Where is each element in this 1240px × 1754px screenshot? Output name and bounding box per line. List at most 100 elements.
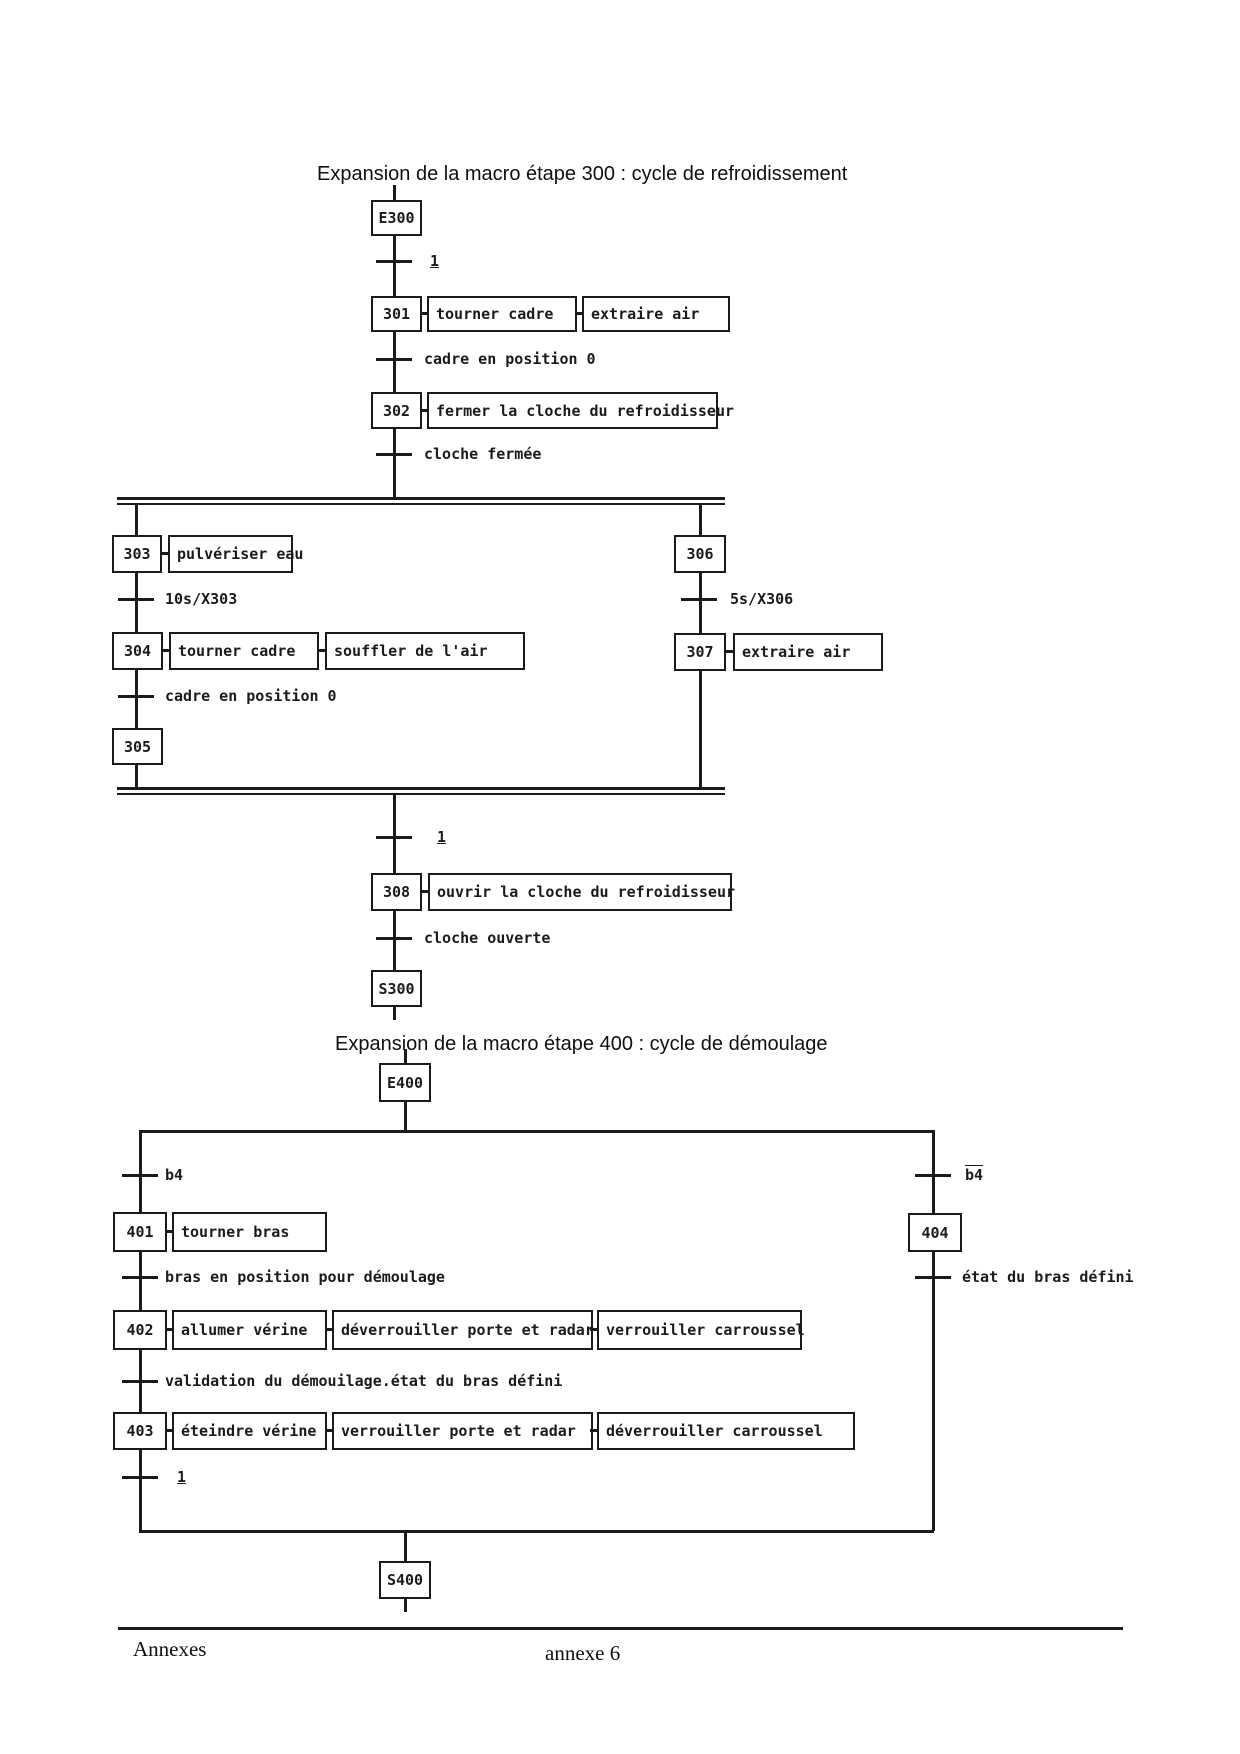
transition-label-1: 1 [430, 252, 440, 270]
flow-line [135, 503, 138, 536]
step-403: 403 [113, 1412, 167, 1450]
flow-line [393, 236, 396, 296]
action-connector [724, 650, 733, 653]
macro-400-title: Expansion de la macro étape 400 : cycle … [335, 1033, 828, 1055]
action-connector [590, 1429, 599, 1432]
footer-rule [118, 1627, 1123, 1630]
transition-label-bras-en-position: bras en position pour démoulage [165, 1268, 445, 1286]
flow-line [393, 793, 396, 873]
flow-line [404, 1049, 407, 1063]
action-connector [160, 552, 169, 555]
action-fermer-cloche: fermer la cloche du refroidisseur [427, 392, 734, 429]
action-connector [165, 1429, 174, 1432]
action-tourner-cadre-304: tourner cadre [169, 632, 319, 670]
transition-tick [122, 1276, 158, 1279]
transition-tick [681, 598, 717, 601]
macro-entry-step-E300: E300 [371, 200, 422, 236]
parallel-split-bar [117, 497, 725, 500]
transition-label-10s-x303: 10s/X303 [165, 590, 238, 608]
transition-tick [915, 1276, 951, 1279]
transition-label-5s-x306: 5s/X306 [730, 590, 794, 608]
flow-line [135, 765, 138, 788]
action-connector [165, 1328, 174, 1331]
transition-tick [376, 937, 412, 940]
parallel-join-bar [117, 787, 725, 790]
flow-line [393, 1007, 396, 1020]
action-connector [575, 312, 584, 315]
flow-line [404, 1530, 407, 1562]
transition-label-1-b: 1 [437, 828, 447, 846]
transition-label-cadre-position-0-2: cadre en position 0 [165, 687, 337, 705]
flow-line [404, 1102, 407, 1131]
action-connector [325, 1429, 334, 1432]
step-308: 308 [371, 873, 422, 911]
step-401: 401 [113, 1212, 167, 1252]
transition-label-b4-not: b4 [965, 1166, 984, 1184]
parallel-split-bar [117, 502, 725, 505]
action-verrouiller-porte-radar: verrouiller porte et radar [332, 1412, 593, 1450]
action-extraire-air-307: extraire air [733, 633, 883, 671]
transition-label-cloche-fermee: cloche fermée [424, 445, 542, 463]
flow-line [699, 573, 702, 634]
action-tourner-bras: tourner bras [172, 1212, 327, 1252]
flow-line [393, 185, 396, 200]
footer-annexe-label: annexe 6 [545, 1641, 621, 1665]
step-304: 304 [112, 632, 163, 670]
transition-tick [376, 260, 412, 263]
flow-line [393, 911, 396, 970]
action-allumer-verine: allumer vérine [172, 1310, 327, 1350]
macro-entry-step-E400: E400 [379, 1063, 431, 1102]
step-402: 402 [113, 1310, 167, 1350]
transition-tick [122, 1174, 158, 1177]
action-connector [325, 1328, 334, 1331]
step-303: 303 [112, 535, 162, 573]
flow-line [393, 332, 396, 392]
flow-line [699, 503, 702, 536]
flow-line [139, 1450, 142, 1531]
transition-tick [915, 1174, 951, 1177]
flow-line [932, 1252, 935, 1531]
transition-tick [376, 836, 412, 839]
transition-label-etat-bras-defini: état du bras défini [962, 1268, 1134, 1286]
step-305: 305 [112, 728, 163, 765]
macro-exit-step-S300: S300 [371, 970, 422, 1007]
step-302: 302 [371, 392, 422, 429]
flow-line [699, 671, 702, 789]
transition-label-validation-demoulage: validation du démouilage.état du bras dé… [165, 1372, 563, 1390]
transition-label-cadre-position-0: cadre en position 0 [424, 350, 596, 368]
flow-line [404, 1599, 407, 1612]
flow-line [932, 1130, 935, 1214]
action-ouvrir-cloche: ouvrir la cloche du refroidisseur [428, 873, 735, 911]
action-extraire-air-301: extraire air [582, 296, 730, 332]
transition-tick [118, 598, 154, 601]
step-306: 306 [674, 535, 726, 573]
action-connector [165, 1230, 174, 1233]
step-301: 301 [371, 296, 422, 332]
transition-tick [122, 1476, 158, 1479]
flow-line [139, 1252, 142, 1311]
transition-label-b4: b4 [165, 1166, 184, 1184]
parallel-join-bar [117, 792, 725, 795]
action-verrouiller-carroussel: verrouiller carroussel [597, 1310, 805, 1350]
action-souffler-air: souffler de l'air [325, 632, 525, 670]
step-307: 307 [674, 633, 726, 671]
flow-line [393, 429, 396, 498]
action-connector [420, 890, 429, 893]
action-connector [317, 649, 326, 652]
footer-section-label: Annexes [133, 1637, 207, 1661]
transition-label-cloche-ouverte: cloche ouverte [424, 929, 551, 947]
macro-exit-step-S400: S400 [379, 1561, 431, 1599]
action-connector [420, 409, 429, 412]
macro-300-title: Expansion de la macro étape 300 : cycle … [317, 163, 848, 185]
flow-line [135, 573, 138, 633]
step-404: 404 [908, 1213, 962, 1252]
action-pulveriser-eau: pulvériser eau [168, 535, 303, 573]
action-connector [161, 649, 170, 652]
action-connector [590, 1328, 599, 1331]
or-join-line [139, 1530, 934, 1533]
action-tourner-cadre-301: tourner cadre [427, 296, 577, 332]
action-deverrouiller-porte-radar: déverrouiller porte et radar [332, 1310, 594, 1350]
transition-tick [376, 358, 412, 361]
transition-tick [118, 695, 154, 698]
